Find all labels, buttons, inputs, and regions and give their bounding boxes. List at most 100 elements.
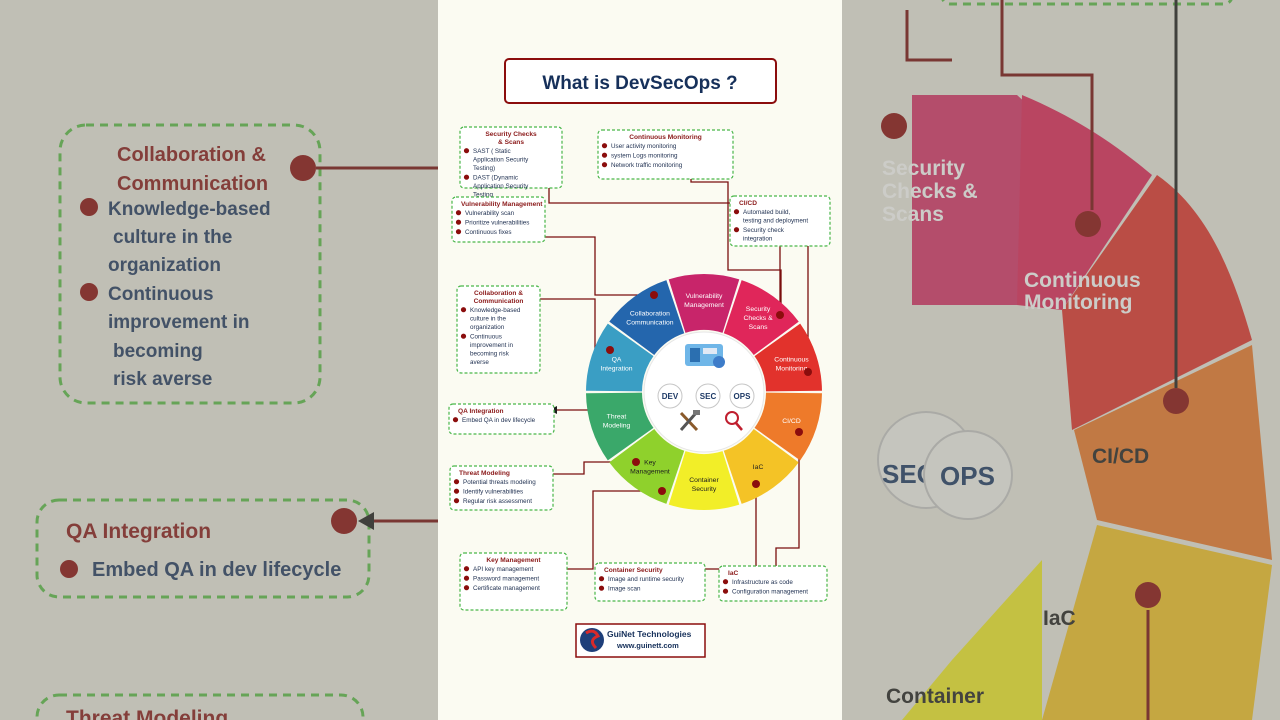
hub-illustration-icon xyxy=(685,344,725,368)
segment-iac xyxy=(723,428,799,504)
info-box-item: Knowledge-based xyxy=(470,307,521,314)
segment-security-checks-scans xyxy=(723,280,799,356)
svg-text:culture in the: culture in the xyxy=(113,227,232,248)
svg-text:CI/CD: CI/CD xyxy=(1092,445,1149,468)
info-box-item: Password management xyxy=(473,576,539,583)
title-box xyxy=(504,58,777,104)
left-background-panel: Collaboration & Communication Knowledge-… xyxy=(0,0,438,720)
bullet-icon xyxy=(722,588,729,594)
tools-icon xyxy=(679,410,700,432)
hub-sec-label: SEC xyxy=(700,392,717,401)
svg-text:risk averse: risk averse xyxy=(113,369,212,390)
svg-text:Scans: Scans xyxy=(882,203,944,226)
bullet-icon xyxy=(452,417,459,423)
bullet-icon xyxy=(733,209,740,215)
info-box-item: API key management xyxy=(473,566,533,573)
info-box-item: User activity monitoring xyxy=(611,143,677,150)
svg-text:Knowledge-based: Knowledge-based xyxy=(108,199,271,220)
footer-company: GuiNet Technologies xyxy=(607,629,692,639)
bullet-icon xyxy=(601,143,608,149)
info-box-item: Certificate management xyxy=(473,585,540,592)
svg-text:Threat Modeling: Threat Modeling xyxy=(66,707,228,720)
info-box-item: testing and deployment xyxy=(743,218,808,225)
svg-text:Checks &: Checks & xyxy=(882,180,978,203)
bullet-icon xyxy=(463,585,470,591)
bullet-icon xyxy=(453,479,460,485)
bullet-icon xyxy=(460,333,467,339)
footer-url: www.guinett.com xyxy=(616,641,679,650)
svg-text:Monitoring: Monitoring xyxy=(1024,291,1132,314)
info-box-title: Security Checks xyxy=(485,131,537,138)
bullet-icon xyxy=(463,575,470,581)
bullet-icon xyxy=(460,307,467,313)
hub-dev-circle xyxy=(657,383,683,409)
info-box-item: Application Security xyxy=(473,183,529,190)
info-box-item: Testing) xyxy=(473,165,495,172)
bullet-icon xyxy=(463,174,470,180)
guinet-logo-icon xyxy=(580,628,604,652)
info-box-title: Container Security xyxy=(604,567,663,574)
info-box-item: organization xyxy=(470,324,505,331)
segment-container-security xyxy=(668,451,740,511)
segment-collaboration-communication xyxy=(609,280,685,356)
bullet-icon xyxy=(455,219,462,225)
info-box-title: Vulnerability Management xyxy=(461,201,543,208)
bullet-icon xyxy=(463,148,470,154)
svg-text:Security: Security xyxy=(882,157,965,180)
info-box-item: Image and runtime security xyxy=(608,576,685,583)
svg-text:Embed QA in dev lifecycle: Embed QA in dev lifecycle xyxy=(92,559,341,581)
svg-text:becoming: becoming xyxy=(113,341,203,362)
svg-text:Collaboration &: Collaboration & xyxy=(117,144,266,166)
hub-sec-circle xyxy=(695,383,721,409)
svg-text:Continuous: Continuous xyxy=(1024,269,1141,292)
page-title: What is DevSecOps ? xyxy=(542,73,737,94)
right-background-panel: SEC OPS Security Checks & Scans Continuo… xyxy=(842,0,1280,720)
info-box-item: Security check xyxy=(743,227,785,234)
bullet-icon xyxy=(722,579,729,585)
bullet-icon xyxy=(601,162,608,168)
info-box-item: Potential threats modeling xyxy=(463,479,536,486)
svg-text:Communication: Communication xyxy=(117,173,268,195)
bullet-icon xyxy=(598,585,605,591)
info-box-item: becoming risk xyxy=(470,351,510,358)
info-box-item: integration xyxy=(743,236,773,243)
info-box-title: IaC xyxy=(728,570,738,577)
bullet-icon xyxy=(733,227,740,233)
segment-label-ci-cd: CI/CD xyxy=(782,418,801,425)
hub-dev-label: DEV xyxy=(662,392,679,401)
svg-text:Continuous: Continuous xyxy=(108,284,214,305)
info-box-item: Prioritize vulnerabilities xyxy=(465,220,529,227)
segment-ci-cd xyxy=(754,392,822,461)
info-box-item: Continuous xyxy=(470,334,502,341)
search-bug-icon xyxy=(725,411,743,431)
bullet-icon xyxy=(598,576,605,582)
svg-text:improvement in: improvement in xyxy=(108,312,249,333)
info-box-title: Threat Modeling xyxy=(459,470,510,477)
bullet-icon xyxy=(455,210,462,216)
info-box-collaboration: Collaboration &CommunicationKnowledge-ba… xyxy=(456,285,541,374)
bullet-icon xyxy=(453,498,460,504)
svg-text:organization: organization xyxy=(108,255,221,276)
info-box-item: improvement in xyxy=(470,342,514,349)
hub-ops-circle xyxy=(729,383,755,409)
info-box-item: Infrastructure as code xyxy=(732,579,793,586)
svg-text:OPS: OPS xyxy=(940,461,995,491)
svg-text:IaC: IaC xyxy=(1043,607,1076,630)
info-box-item: culture in the xyxy=(470,316,507,323)
bullet-icon xyxy=(453,488,460,494)
segment-vulnerability-management xyxy=(668,274,740,333)
bullet-icon xyxy=(463,566,470,572)
